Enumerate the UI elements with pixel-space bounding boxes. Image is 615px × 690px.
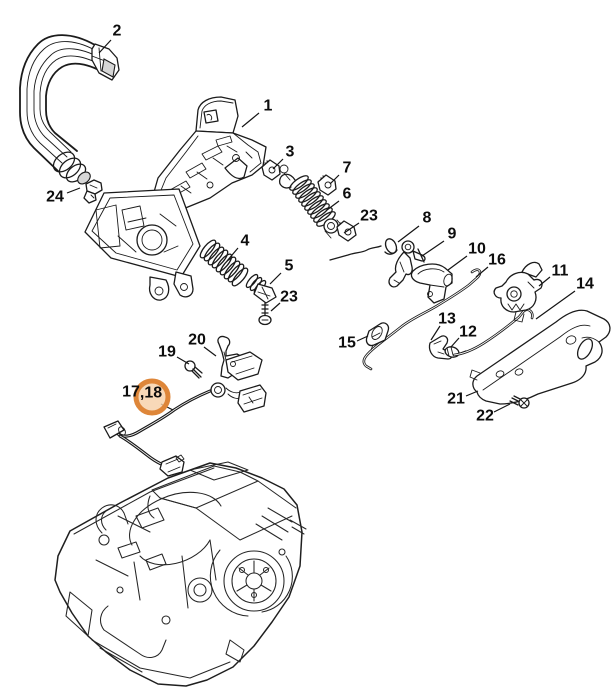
leader-line-10 [447,255,468,271]
part-label-22[interactable]: 22 [476,408,494,425]
leader-line-16 [475,266,489,278]
leader-line-5 [269,272,282,285]
screw-23-left [258,302,272,326]
part-label-6[interactable]: 6 [343,186,352,203]
screw-3 [261,159,281,181]
spring-wire-8 [329,238,398,261]
leader-line-8 [397,225,420,243]
part-label-21[interactable]: 21 [447,391,465,408]
leader-line-12 [450,337,460,348]
part-label-2[interactable]: 2 [113,23,122,40]
switch-harness-assembly [103,351,267,477]
part-label-16[interactable]: 16 [488,252,506,269]
spring-cap-5 [245,273,277,304]
lockout-lever-11 [493,261,543,323]
leader-line-21 [465,390,479,397]
part-label-24[interactable]: 24 [46,189,64,206]
part-label-17[interactable]: 17 [122,384,140,401]
wire-16 [362,268,482,371]
screw-22 [509,395,530,409]
part-label-4[interactable]: 4 [241,233,250,250]
selected-part-highlight [133,378,171,416]
leader-line-24 [66,187,81,194]
leader-line-3 [272,158,284,170]
leader-line-13 [430,325,441,341]
clip-15 [365,322,390,351]
leader-line-9 [421,240,445,257]
part-label-15[interactable]: 15 [338,335,356,352]
wire-14 [452,308,534,357]
part-label-3[interactable]: 3 [286,144,295,161]
part-label-8[interactable]: 8 [423,210,432,227]
leader-line-15 [356,335,369,342]
callout-labels-layer: 213762324452389101611141513122122201917,… [46,23,594,425]
leader-line-1 [241,112,260,128]
spring-damper [278,164,344,239]
grommet [83,179,103,204]
part-label-20[interactable]: 20 [188,332,206,349]
highlight-layer [133,378,171,416]
screw-7 [317,174,337,196]
leader-line-22 [493,403,511,413]
lever-9 [388,240,426,288]
part-label-7[interactable]: 7 [343,160,352,177]
part-label-10[interactable]: 10 [468,241,486,258]
leader-line-6 [326,200,340,211]
leader-line-7 [329,174,340,185]
handle-molding-21 [469,309,611,405]
leader-line-11 [538,276,551,287]
part-label-14[interactable]: 14 [576,276,594,293]
part-label-23-upper[interactable]: 23 [360,208,378,225]
part-label-5[interactable]: 5 [285,258,294,275]
part-label-12[interactable]: 12 [459,324,477,341]
part-label-1[interactable]: 1 [264,98,273,115]
leader-line-20 [203,346,217,357]
part-label-18[interactable]: ,18 [140,385,162,402]
leader-line-23-upper [343,222,360,234]
spring-4 [199,239,249,287]
leader-line-23-left [270,302,281,312]
part-label-23-left[interactable]: 23 [280,289,298,306]
bracket-10 [410,263,453,304]
leader-line-19 [176,356,190,365]
part-label-13[interactable]: 13 [438,311,456,328]
part-label-11[interactable]: 11 [552,263,569,280]
engine-assembly [54,461,307,687]
handle-housing-lower-shell [84,188,201,301]
leader-line-2 [98,39,112,54]
part-label-9[interactable]: 9 [448,226,457,243]
leader-line-14 [535,290,576,320]
leader-line-4 [226,247,239,262]
part-label-19[interactable]: 19 [158,344,176,361]
handlebar-tube [19,34,120,185]
